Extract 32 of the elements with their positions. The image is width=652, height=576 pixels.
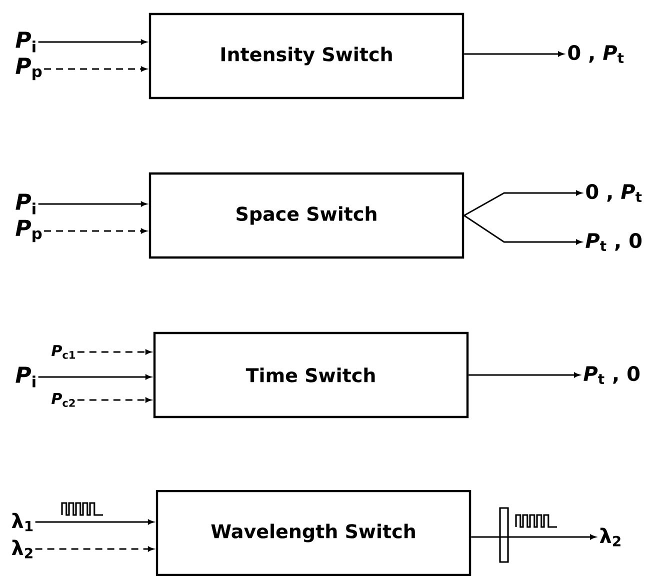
arrow <box>464 190 582 216</box>
arrow <box>471 534 596 540</box>
signal-label: P$_{p}$ <box>16 58 42 80</box>
switch-box: Time Switch <box>153 332 469 418</box>
signal-label: λ$_{1}$ <box>12 512 33 532</box>
arrow <box>44 228 147 234</box>
signal-label: 0 , P$_{t}$ <box>568 45 624 63</box>
signal-label: λ$_{2}$ <box>12 540 32 558</box>
arrow <box>468 372 580 378</box>
arrow <box>38 374 152 380</box>
switch-box: Wavelength Switch <box>156 490 472 576</box>
arrow <box>35 546 154 552</box>
signal-label: P$_{t}$ , 0 <box>586 233 642 251</box>
signal-label: λ$_{2}$ <box>600 528 620 546</box>
signal-label: P$_{c1}$ <box>52 345 75 359</box>
switch-box: Intensity Switch <box>148 12 464 100</box>
arrow <box>38 202 147 206</box>
arrow <box>35 520 154 524</box>
arrow <box>77 398 152 402</box>
switch-box: Space Switch <box>148 172 464 259</box>
signal-label: P$_{t}$ , 0 <box>584 366 640 384</box>
arrow <box>44 66 147 72</box>
arrow <box>77 350 152 354</box>
signal-label: P$_{p}$ <box>16 220 42 242</box>
signal-label: P$_{i}$ <box>16 366 36 388</box>
arrow <box>464 214 582 244</box>
signal-label: 0 , P$_{t}$ <box>586 184 642 202</box>
arrow <box>464 52 564 56</box>
signal-label: P$_{i}$ <box>16 32 36 52</box>
arrow <box>38 40 147 44</box>
signal-label: P$_{i}$ <box>16 194 36 214</box>
signal-label: P$_{c2}$ <box>52 393 75 407</box>
